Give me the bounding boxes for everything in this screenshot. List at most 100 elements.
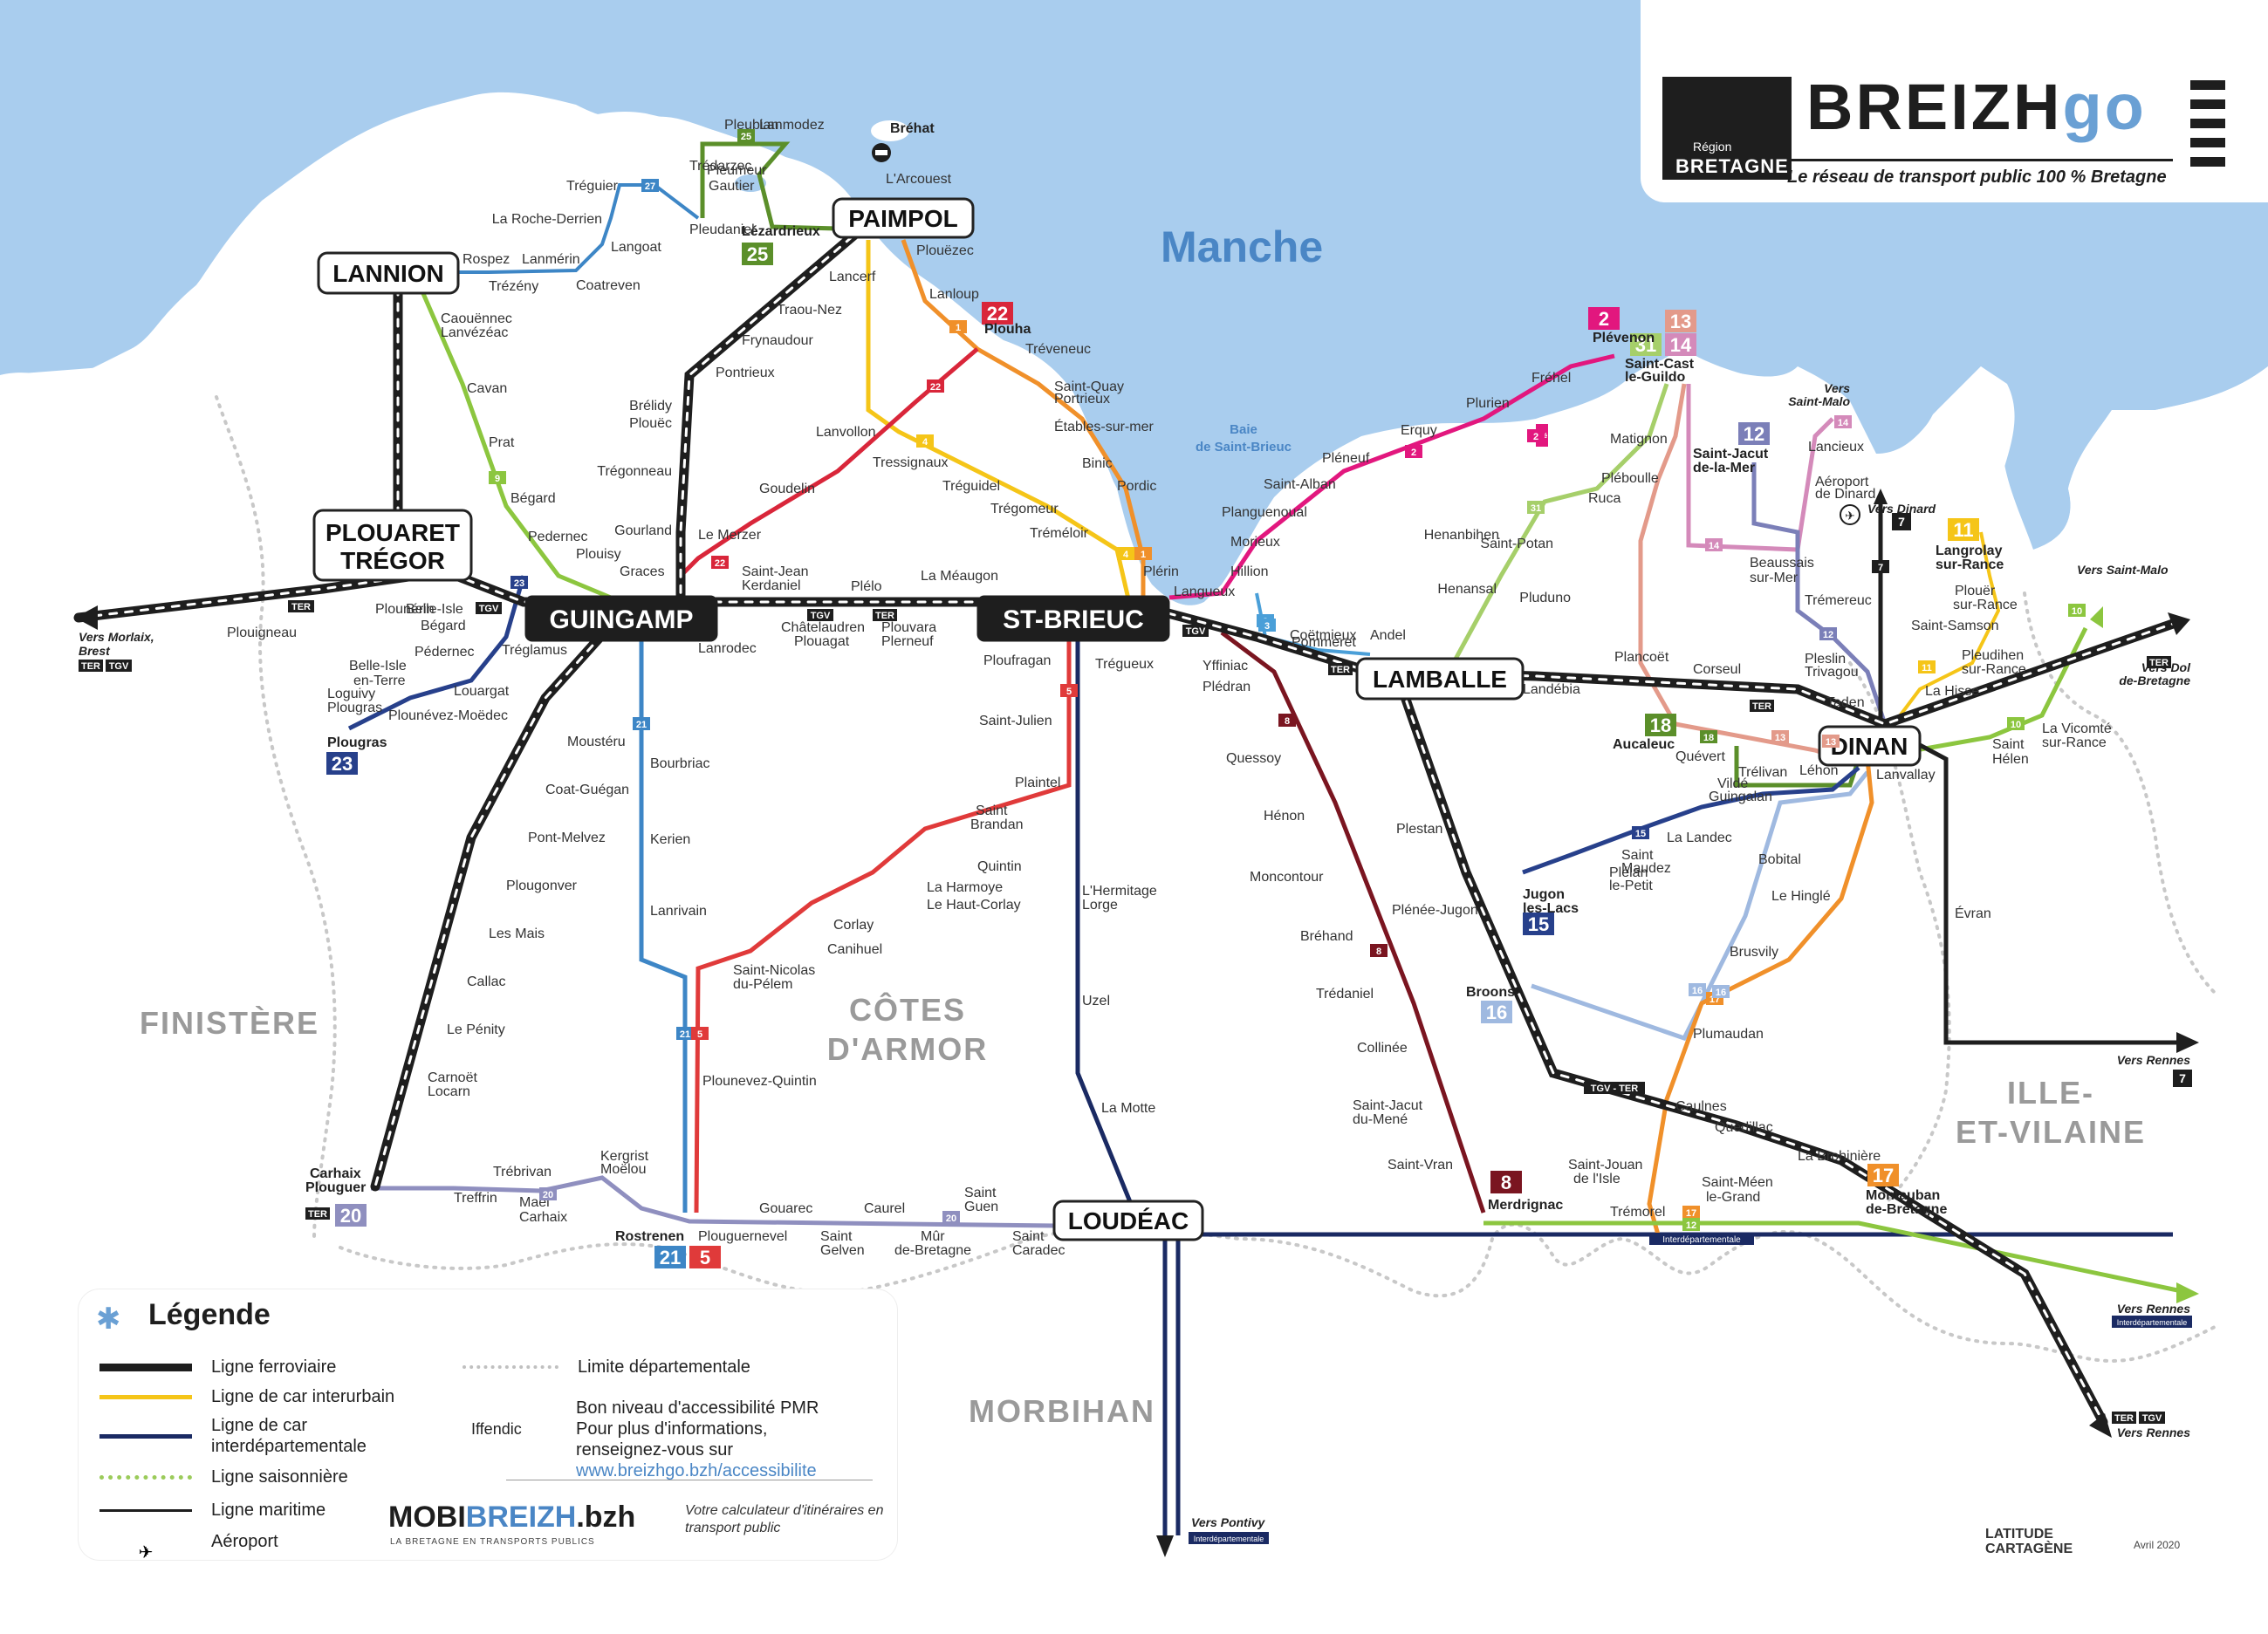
stop-label: La Hisse: [1925, 684, 1979, 699]
brand-go: go: [2062, 71, 2147, 143]
badge-7b[interactable]: 7: [2173, 1070, 2192, 1087]
route-tag-label: 7: [1878, 563, 1883, 573]
badge-16[interactable]: 16: [1481, 1001, 1512, 1023]
hub-plouaret[interactable]: PLOUARET TRÉGOR: [312, 509, 473, 582]
stop-label: le-Guildo: [1625, 370, 1686, 385]
route-tag-label: 9: [495, 474, 500, 484]
accessibility-link[interactable]: www.breizhgo.bzh/accessibilite: [576, 1461, 817, 1480]
line-15: [1522, 766, 1860, 875]
route-tag-label: 10: [2072, 606, 2082, 617]
badge-14[interactable]: 14: [1665, 333, 1696, 356]
hub-label: LOUDÉAC: [1068, 1207, 1189, 1234]
line-20: [371, 1175, 1057, 1228]
hub-label: TRÉGOR: [340, 547, 445, 574]
stop-label: Trélivan: [1738, 765, 1787, 780]
stop-label: Brusvily: [1730, 945, 1778, 960]
stop-label: Quintin: [977, 859, 1022, 874]
badge-15[interactable]: 15: [1523, 913, 1554, 935]
route-tag: [1819, 627, 1837, 640]
interdep-tag: Interdépartementale: [2112, 1316, 2192, 1328]
badge-2[interactable]: 2: [1588, 307, 1620, 330]
route-tag-label: 20: [543, 1190, 553, 1200]
badge-13[interactable]: 13: [1665, 310, 1696, 332]
stop-label: Henanbihen: [1424, 528, 1499, 543]
stop-label: Vildé: [1717, 776, 1748, 791]
svg-text:21: 21: [660, 1247, 681, 1268]
stop-label: Plélan: [1609, 865, 1648, 880]
stop-label: Trégueux: [1095, 657, 1154, 672]
stop-label: Locarn: [428, 1084, 470, 1099]
stop-label: Caradec: [1012, 1243, 1065, 1258]
badge-22[interactable]: 22: [982, 302, 1013, 325]
hub-label: LANNION: [332, 260, 444, 287]
ferry-icon[interactable]: [872, 143, 891, 162]
route-tag: [1117, 547, 1134, 560]
route-tag: [1060, 684, 1078, 697]
badge-20[interactable]: 20: [335, 1204, 367, 1227]
stop-label: L'Hermitage: [1082, 884, 1157, 899]
stop-label: Saint-Jacut: [1353, 1098, 1423, 1113]
badge-11[interactable]: 11: [1948, 518, 1979, 541]
legend-pmr-text: Bon niveau d'accessibilité PMR Pour plus…: [576, 1398, 819, 1481]
svg-text:TGV: TGV: [1186, 626, 1206, 637]
hub-st-brieuc[interactable]: ST-BRIEUC: [976, 595, 1170, 642]
department-boundaries: [215, 395, 2218, 1364]
stop-label: Pont-Melvez: [528, 831, 606, 845]
badge-25[interactable]: 25: [742, 243, 773, 265]
stop-label: Saint-Cast: [1625, 357, 1695, 372]
bay-label: de Saint-Brieuc: [1196, 440, 1292, 455]
stop-label: Goudelin: [759, 482, 815, 496]
hub-loudeac[interactable]: LOUDÉAC: [1052, 1200, 1204, 1241]
legend-row-airport: ✈ Aéroport: [138, 1532, 278, 1562]
stop-label: Plouisy: [576, 547, 621, 562]
stop-label: La Méaugon: [921, 569, 998, 584]
badge-12[interactable]: 12: [1738, 422, 1770, 445]
svg-text:TER: TER: [81, 661, 100, 672]
mobi-part-3: .bzh: [576, 1501, 636, 1534]
hub-lannion[interactable]: LANNION: [317, 251, 460, 295]
mobibreizh-logo[interactable]: MOBIBREIZH.bzh: [388, 1501, 635, 1535]
hub-paimpol[interactable]: PAIMPOL: [832, 197, 975, 239]
badge-17[interactable]: 17: [1867, 1164, 1899, 1186]
stop-label: Carnoët: [428, 1070, 477, 1085]
stop-label: Pleudihen: [1962, 648, 2024, 663]
badge-5[interactable]: 5: [689, 1246, 721, 1268]
badge-18[interactable]: 18: [1645, 714, 1676, 736]
badge-31[interactable]: 31: [1630, 333, 1662, 356]
hub-dinan[interactable]: DINAN: [1818, 725, 1922, 767]
line-16: [1531, 770, 1869, 1042]
hub-lamballe[interactable]: LAMBALLE: [1355, 657, 1525, 701]
badge-23[interactable]: 23: [326, 752, 358, 775]
stop-label: Rostrenen: [615, 1229, 684, 1244]
line-8: [1220, 631, 1486, 1214]
stop-label: Plouguernevel: [698, 1229, 787, 1244]
svg-text:TER: TER: [875, 611, 894, 621]
legend-row-pmr: Iffendic Bon niveau d'accessibilité PMR …: [471, 1398, 819, 1480]
stop-label: Trédarzec: [689, 159, 751, 174]
legend-pmr-line-3: renseignez-vous sur: [576, 1440, 734, 1460]
route-tag: [633, 717, 650, 730]
airport-icon[interactable]: ✈: [1840, 504, 1860, 525]
dir-pontivy: Vers Pontivy: [1191, 1515, 1266, 1529]
stop-label: du-Pélem: [733, 977, 792, 992]
badge-7[interactable]: 7: [1892, 513, 1911, 530]
stop-label: Pleudaniel: [689, 222, 755, 237]
legend-pmr-line-2: Pour plus d'informations,: [576, 1419, 768, 1439]
stop-label: Plestan: [1396, 822, 1442, 837]
stop-label: Lanmodez: [759, 118, 825, 133]
line-1: [901, 239, 1146, 606]
stop-label: Bégard: [421, 619, 466, 633]
stop-label: Guingalan: [1709, 790, 1772, 804]
line-11: [1892, 531, 2001, 726]
stop-label: Treffrin: [454, 1191, 497, 1206]
line-9: [416, 283, 612, 600]
stop-label: Corseul: [1693, 662, 1741, 677]
stop-label: sur-Rance: [1962, 662, 2026, 677]
badge-8[interactable]: 8: [1490, 1171, 1522, 1193]
hub-guingamp[interactable]: GUINGAMP: [524, 595, 718, 642]
stop-label: Plélo: [851, 579, 882, 594]
stop-label: Jugon: [1523, 887, 1565, 902]
badge-21[interactable]: 21: [654, 1246, 686, 1268]
route-tag-label: 22: [930, 382, 941, 393]
svg-text:12: 12: [1744, 423, 1764, 445]
